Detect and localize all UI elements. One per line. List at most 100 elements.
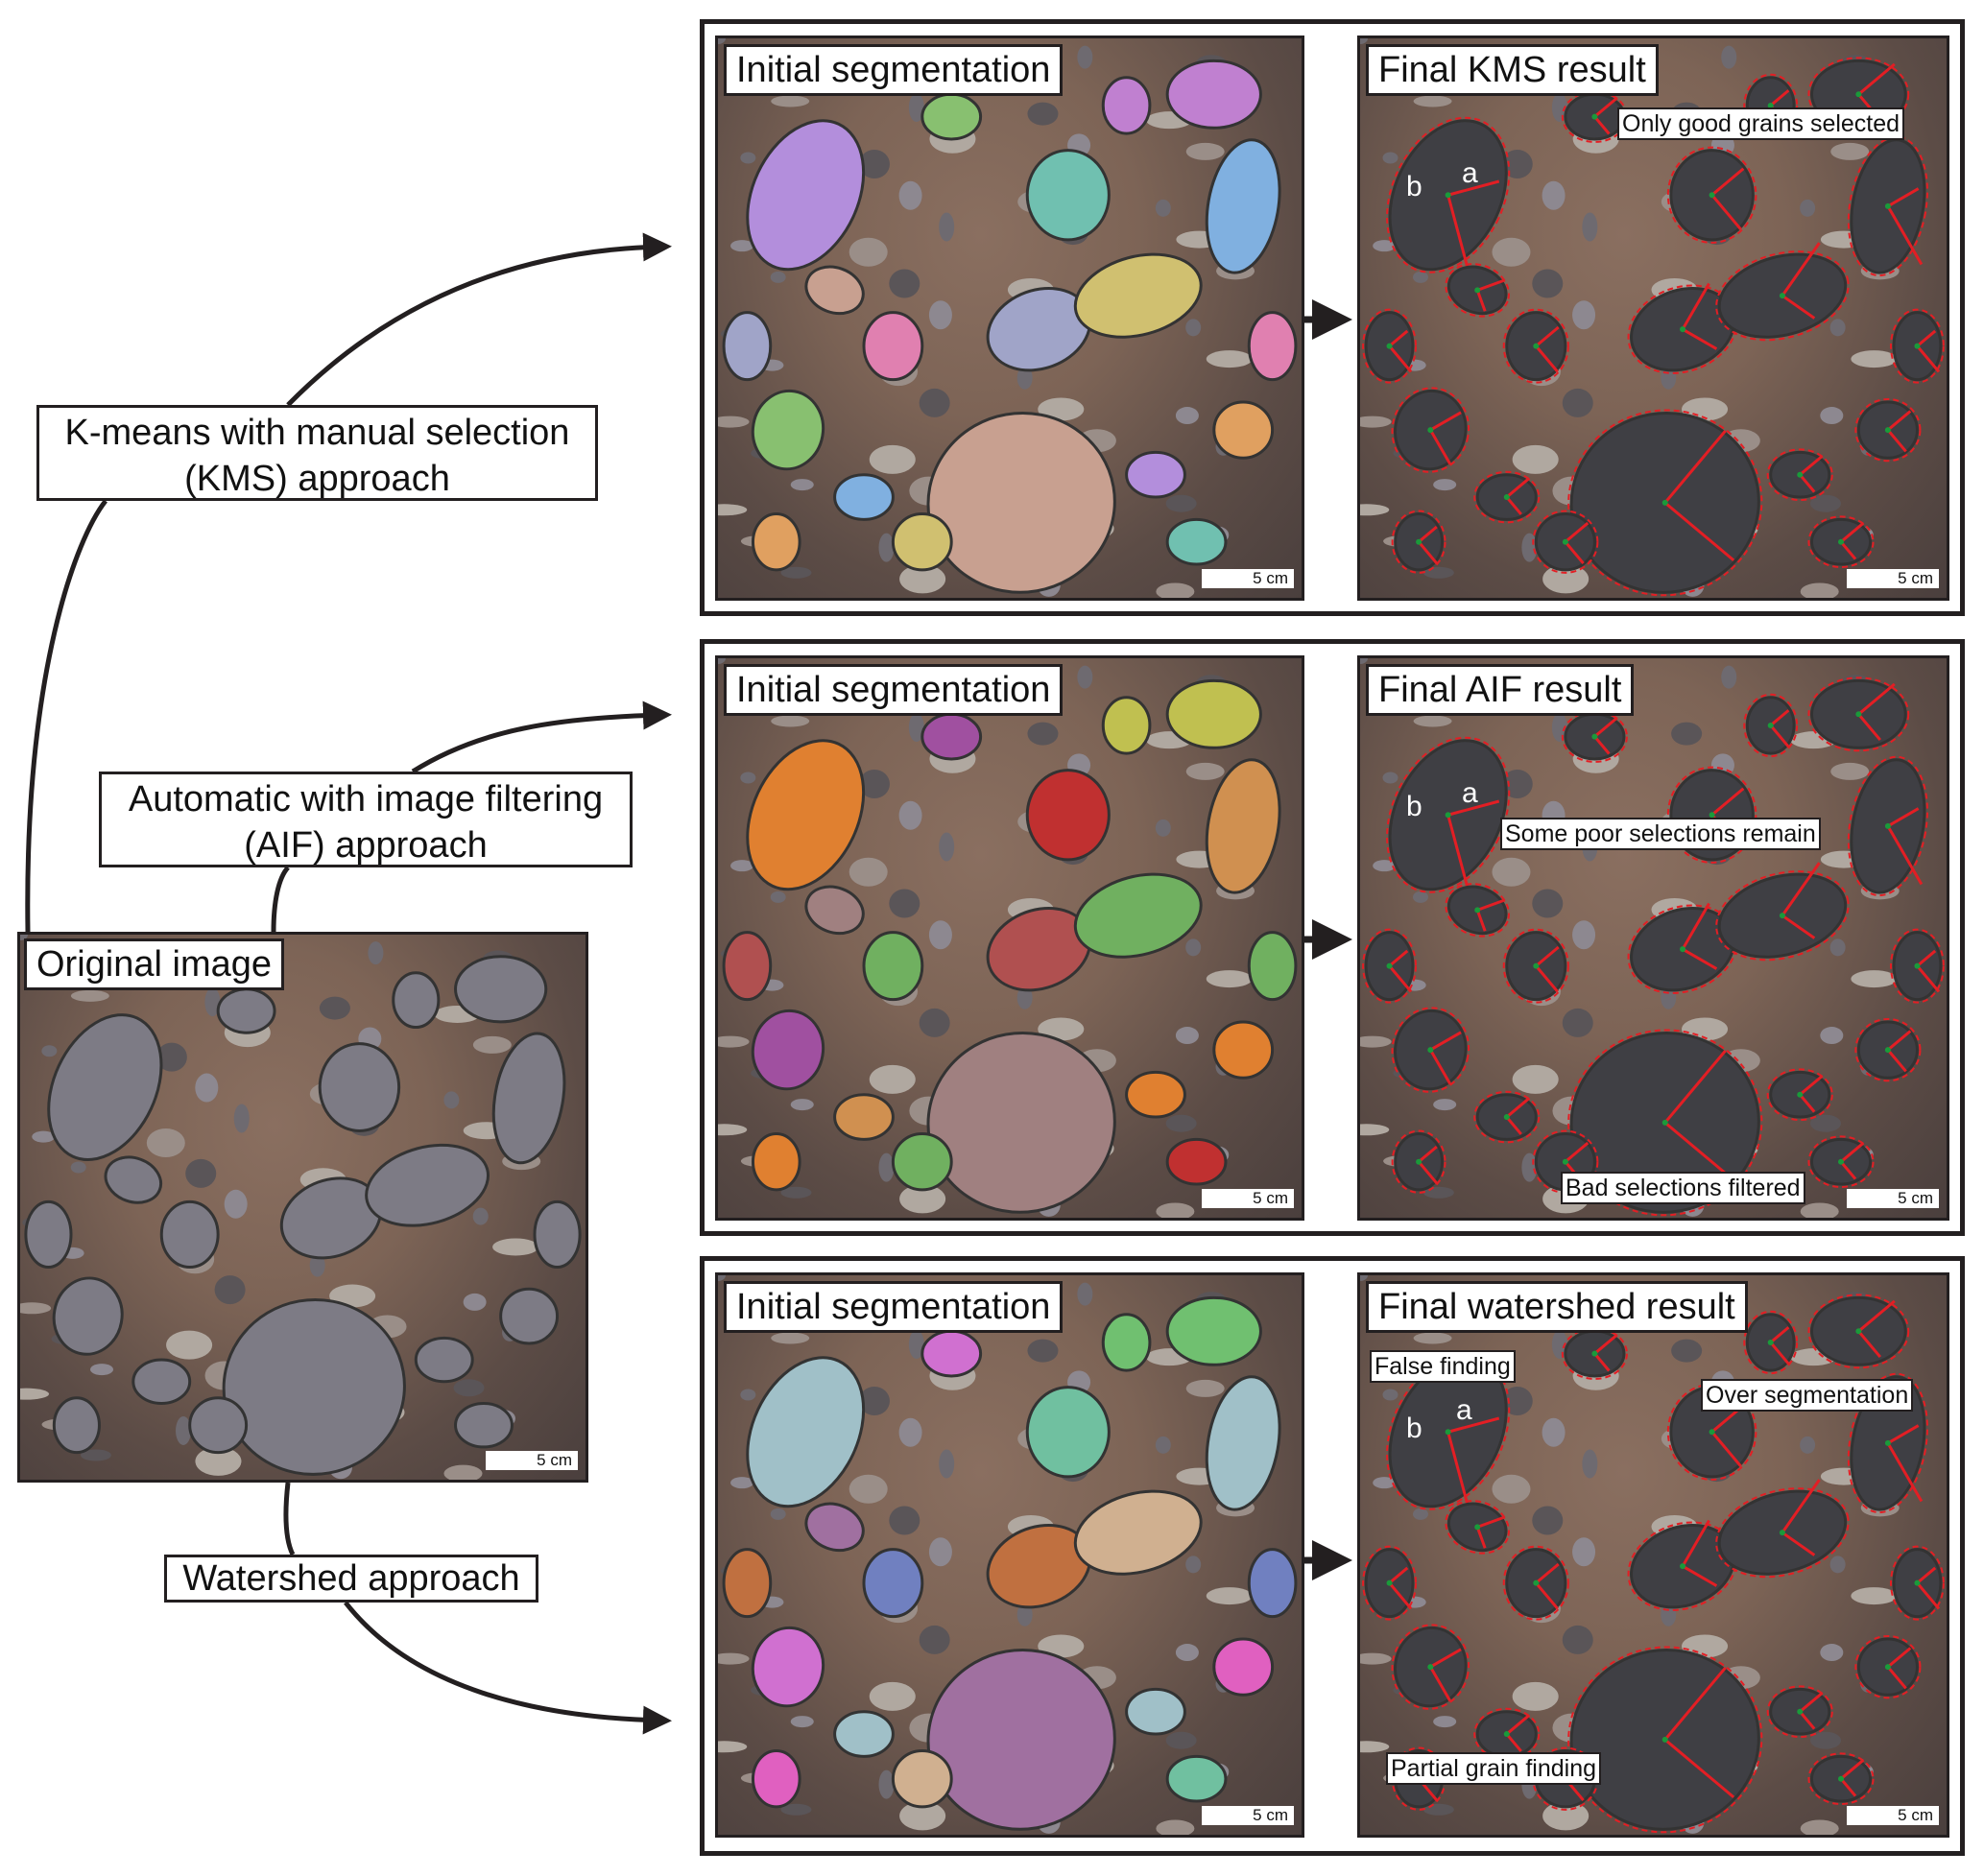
- pebble: [718, 1652, 750, 1665]
- pebble: [790, 1099, 814, 1111]
- pebble: [1382, 1389, 1398, 1401]
- pebble: [204, 987, 221, 1017]
- pebble: [1492, 857, 1531, 887]
- pebble: [899, 1801, 946, 1831]
- grain: [1165, 1137, 1228, 1186]
- grain: [891, 512, 953, 572]
- pebble: [368, 941, 384, 965]
- axis-label-b: b: [1406, 1413, 1422, 1444]
- pebble: [1800, 1202, 1839, 1218]
- pebble: [1185, 938, 1202, 957]
- grain: [1101, 1313, 1152, 1372]
- pebble: [1360, 1652, 1392, 1665]
- original-image-title: Original image: [24, 938, 284, 990]
- grain: [454, 1401, 514, 1449]
- pebble: [919, 388, 950, 417]
- pebble: [1551, 713, 1567, 743]
- pebble: [214, 1275, 246, 1305]
- centroid-dot: [1838, 1158, 1845, 1165]
- pebble: [928, 1537, 952, 1567]
- pebble: [878, 533, 895, 562]
- centroid-dot: [1474, 287, 1481, 294]
- grain: [104, 1155, 163, 1204]
- pebble: [718, 38, 726, 44]
- pebble: [939, 832, 955, 862]
- grain: [920, 1329, 983, 1378]
- segmentation-overlay: [718, 38, 1298, 598]
- centroid-dot: [1680, 946, 1686, 953]
- pebble: [1077, 1282, 1093, 1306]
- pebble: [1038, 397, 1085, 421]
- pebble: [1492, 1474, 1531, 1504]
- pebble: [1800, 1819, 1839, 1835]
- fit-ellipse: [1445, 263, 1510, 318]
- kms-label-line2: (KMS) approach: [184, 459, 450, 499]
- grain: [365, 1143, 490, 1227]
- ellipse-fit-overlay: [1360, 1275, 1945, 1835]
- centroid-dot: [1591, 733, 1598, 740]
- callout-good-grains: Only good grains selected: [1617, 107, 1905, 140]
- centroid-dot: [1474, 1524, 1481, 1531]
- grain: [1205, 1375, 1281, 1511]
- centroid-dot: [1416, 1158, 1422, 1165]
- centroid-dot: [1855, 91, 1862, 98]
- grain: [862, 1548, 924, 1619]
- aif-approach-label: Automatic with image filtering (AIF) app…: [99, 772, 633, 867]
- centroid-dot: [1386, 343, 1393, 349]
- pebble: [70, 1161, 86, 1174]
- pebble: [1360, 504, 1390, 516]
- pebble: [1206, 350, 1253, 368]
- pebble: [718, 504, 748, 516]
- grain: [926, 1031, 1116, 1214]
- pebble: [443, 1091, 460, 1109]
- pebble: [939, 212, 955, 242]
- pebble: [1016, 1603, 1033, 1627]
- pebble: [1185, 762, 1225, 780]
- centroid-dot: [1797, 1708, 1804, 1715]
- callout-poor-selections: Some poor selections remain: [1500, 818, 1821, 850]
- aif-final-result: Final AIF result b a Some poor selection…: [1357, 655, 1949, 1221]
- pebble: [718, 1275, 726, 1281]
- pebble: [780, 1803, 812, 1816]
- pebble: [195, 1073, 219, 1103]
- kms-label-line1: K-means with manual selection: [64, 413, 570, 453]
- watershed-final-result: Final watershed result b a False finding…: [1357, 1272, 1949, 1838]
- pebble: [1562, 388, 1593, 417]
- segmentation-overlay: [718, 658, 1298, 1218]
- grain: [1205, 758, 1281, 894]
- pebble: [771, 1332, 810, 1344]
- centroid-dot: [1855, 1328, 1862, 1335]
- grain: [1212, 400, 1275, 460]
- fit-ellipse: [1715, 250, 1850, 342]
- fit-ellipse: [1807, 677, 1910, 752]
- grain: [1247, 1548, 1298, 1619]
- centroid-dot: [1838, 538, 1845, 545]
- pebble: [1156, 1819, 1195, 1835]
- centroid-dot: [1779, 293, 1785, 299]
- callout-false-finding: False finding: [1370, 1350, 1516, 1383]
- pebble: [472, 1207, 489, 1225]
- callout-partial-grain: Partial grain finding: [1386, 1752, 1602, 1785]
- pebble: [1851, 970, 1898, 988]
- kms-panel: Initial segmentation 5 cm Final KMS resu…: [700, 19, 1965, 616]
- pebble: [1820, 1027, 1844, 1045]
- fit-ellipse: [1766, 448, 1833, 502]
- pebble: [1572, 1537, 1596, 1567]
- pebble: [1572, 920, 1596, 950]
- pebble: [1721, 665, 1737, 689]
- grain: [1125, 450, 1186, 499]
- pebble: [1820, 407, 1844, 425]
- pebble: [898, 180, 922, 210]
- pebble: [1582, 1449, 1598, 1479]
- pebble: [1360, 416, 1392, 428]
- pebble: [185, 1158, 217, 1188]
- pebble: [90, 1364, 114, 1376]
- pebble: [1682, 397, 1729, 421]
- centroid-dot: [1884, 822, 1891, 829]
- fit-ellipse: [1847, 1372, 1928, 1514]
- fit-ellipse: [1890, 308, 1945, 384]
- fit-ellipse: [1391, 1129, 1446, 1194]
- initial-title: Initial segmentation: [724, 664, 1064, 716]
- pebble: [718, 416, 750, 428]
- grain: [499, 1287, 560, 1345]
